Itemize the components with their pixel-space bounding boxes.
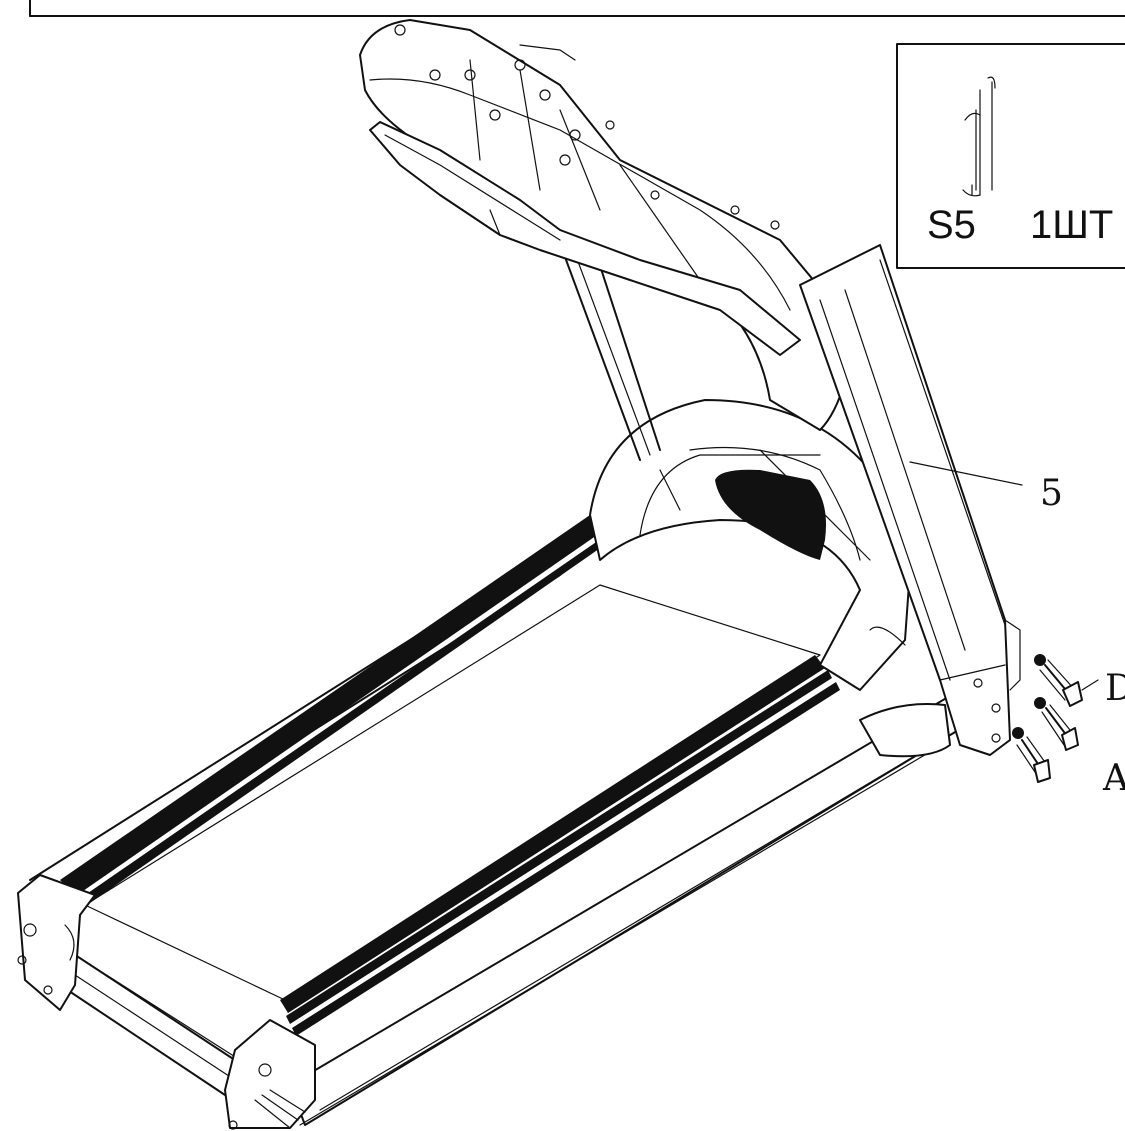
page-frame (29, 0, 1125, 17)
callout-a: A (1102, 758, 1125, 799)
callout-part-5: 5 (1040, 473, 1063, 514)
tool-inset: S5 1ШТ (896, 43, 1125, 269)
console-assembly (359, 19, 851, 431)
callout-d: D (1105, 668, 1125, 709)
fastener-bolts (1012, 654, 1083, 783)
rear-end-cap-left (17, 874, 96, 1011)
left-belt-stripes (60, 515, 606, 910)
tool-quantity: 1ШТ (1030, 203, 1113, 247)
right-upright-part-5 (799, 244, 1021, 758)
allen-key-icon (962, 76, 996, 197)
bolt-d (1034, 654, 1083, 707)
motor-hood (589, 399, 911, 691)
rear-end-cap-right (224, 1019, 316, 1130)
bolt-lower (1012, 727, 1051, 783)
right-belt-stripes (280, 655, 840, 1036)
tool-code: S5 (927, 203, 976, 247)
callout-leaders (909, 461, 1099, 691)
washer-a (1034, 697, 1079, 751)
